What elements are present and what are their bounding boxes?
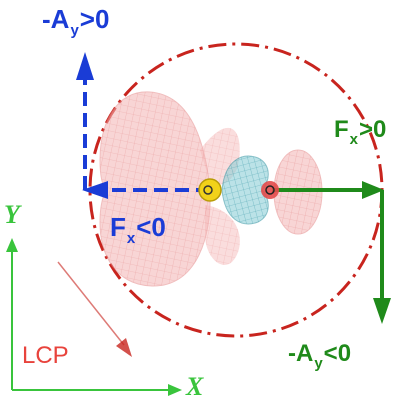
lcp-arrowhead [116,338,132,357]
frame-y-arrowhead [6,238,18,252]
blue-force-arrows [76,52,210,199]
frame-x-arrowhead [168,384,182,396]
blue-up-arrowhead [76,52,94,80]
lcp-direction-arrow [57,261,125,346]
fx-positive-label: Fx>0 [334,116,387,148]
lcp-frame-label: LCP [22,342,69,369]
blue-left-arrowhead [82,181,108,199]
neg-ay-negative-label: -Ay<0 [288,340,352,372]
green-force-arrows [272,181,391,324]
frame-x-label: X [186,372,204,401]
green-right-arrowhead [362,181,384,199]
yellow-atom-icon [198,178,222,202]
red-atom-icon [261,181,279,199]
frame-y-label: Y [4,200,20,229]
neg-ay-positive-label: -Ay>0 [42,4,110,39]
fx-negative-label: Fx<0 [110,212,166,247]
lcp-frame-axes [6,238,182,396]
green-down-arrowhead [373,298,391,324]
